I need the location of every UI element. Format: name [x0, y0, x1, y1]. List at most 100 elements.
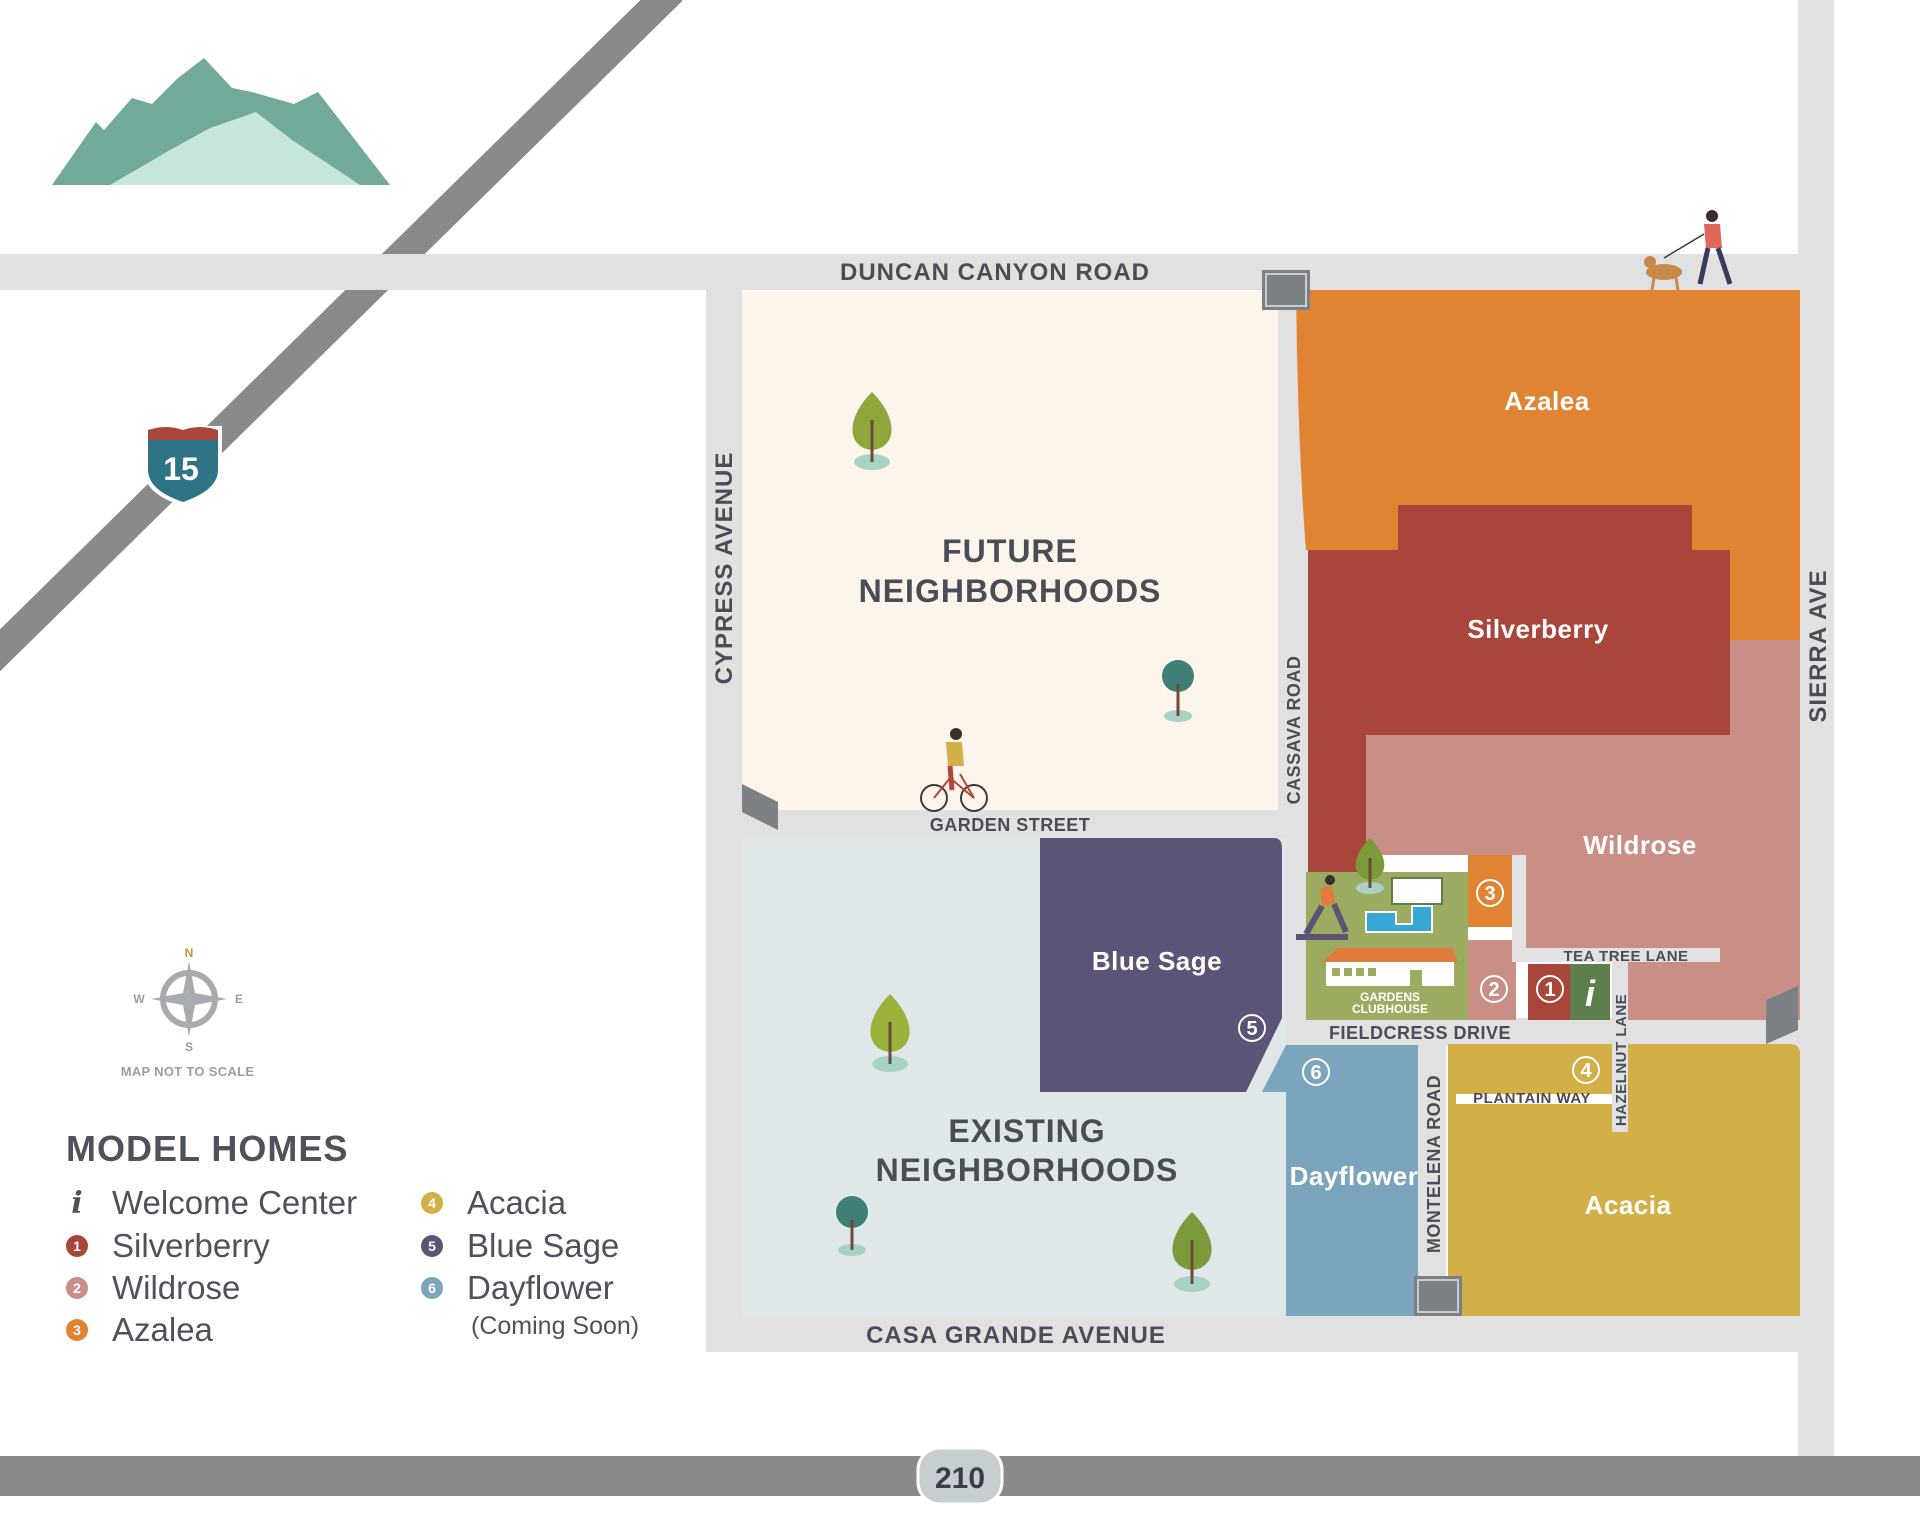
legend-item-label: Silverberry: [112, 1227, 270, 1264]
duncan-canyon-road: [0, 254, 1802, 290]
scale-note: MAP NOT TO SCALE: [120, 1064, 255, 1079]
compass-w: W: [133, 992, 145, 1006]
montelena-road: [1418, 1040, 1446, 1320]
tea-tree-connector-road: [1512, 855, 1526, 955]
marker-dayflower-model[interactable]: 6: [1302, 1058, 1330, 1086]
tea-tree-lane-road: [1512, 948, 1720, 962]
existing-neighborhoods-label-1: EXISTING: [948, 1113, 1105, 1149]
legend-item-label: Dayflower: [467, 1269, 614, 1306]
legend-item-silverberry[interactable]: 1 Silverberry: [66, 1227, 270, 1265]
acacia-marker-icon: 4: [421, 1192, 443, 1214]
hazelnut-lane-label: HAZELNUT LANE: [1613, 994, 1630, 1126]
blue-sage-marker-icon: 5: [421, 1235, 443, 1257]
future-neighborhoods-label-2: NEIGHBORHOODS: [859, 573, 1162, 609]
road-network: [0, 0, 1834, 1460]
bicyclist-icon: [920, 728, 988, 812]
marker-wildrose-model[interactable]: 2: [1480, 975, 1508, 1003]
tennis-court-icon: [1391, 877, 1443, 905]
legend-item-label: Azalea: [112, 1311, 213, 1348]
tree-icon: [836, 1196, 868, 1256]
legend-item-label: Blue Sage: [467, 1227, 620, 1264]
casa-grande-avenue-label: CASA GRANDE AVENUE: [866, 1322, 1166, 1349]
dog-walker-icon: [1644, 210, 1733, 291]
dayflower-neighborhood: [1286, 1045, 1418, 1316]
azalea-label: Azalea: [1504, 386, 1589, 416]
fieldcress-road: [1276, 1018, 1806, 1046]
marker-azalea-model[interactable]: 3: [1476, 879, 1504, 907]
route-210-label: 210: [935, 1462, 985, 1495]
marker-silverberry-model[interactable]: 1: [1536, 975, 1564, 1003]
svg-text:5: 5: [1246, 1018, 1257, 1040]
pool-icon: [1365, 905, 1433, 933]
cypress-avenue-road: [706, 290, 742, 1352]
compass-icon: N S W E: [133, 946, 243, 1054]
silverberry-neighborhood: [1308, 505, 1730, 872]
gate-icon: [1766, 986, 1798, 1044]
legend-item-wildrose[interactable]: 2 Wildrose: [66, 1269, 240, 1307]
wildrose-marker-icon: 2: [66, 1277, 88, 1299]
blue-sage-label: Blue Sage: [1092, 946, 1222, 976]
interstate-15-label: 15: [163, 451, 199, 487]
wildrose-neighborhood: [1366, 640, 1800, 1020]
sierra-ave-label: SIERRA AVE: [1805, 569, 1832, 722]
route-210-badge: 210: [916, 1446, 1004, 1506]
compass-s: S: [185, 1040, 193, 1054]
svg-text:3: 3: [1484, 883, 1495, 905]
svg-text:2: 2: [1488, 979, 1499, 1001]
silverberry-marker-icon: 1: [66, 1235, 88, 1257]
fieldcress-drive-label: FIELDCRESS DRIVE: [1329, 1023, 1511, 1043]
legend-item-azalea[interactable]: 3 Azalea: [66, 1311, 213, 1349]
svg-text:1: 1: [1544, 979, 1555, 1001]
clubhouse-label-line1: GARDENS: [1360, 990, 1420, 1004]
tree-icon: [1355, 838, 1385, 894]
gate-icon: [1262, 270, 1310, 310]
interstate-15-shield-icon: 15: [144, 426, 222, 506]
welcome-center-lot: [1570, 964, 1610, 1020]
legend-item-welcome-center[interactable]: i Welcome Center: [66, 1184, 357, 1222]
acacia-neighborhood: [1448, 1044, 1800, 1316]
garden-street-label: GARDEN STREET: [930, 815, 1091, 835]
blue-sage-neighborhood: [1040, 838, 1282, 1092]
acacia-label: Acacia: [1585, 1190, 1672, 1220]
legend-title: MODEL HOMES: [66, 1128, 349, 1169]
marker-acacia-model[interactable]: 4: [1572, 1056, 1600, 1084]
legend-item-label: Wildrose: [112, 1269, 241, 1306]
azalea-marker-icon: 3: [66, 1319, 88, 1341]
cypress-avenue-label: CYPRESS AVENUE: [711, 452, 738, 685]
svg-text:4: 4: [1580, 1060, 1592, 1082]
hazelnut-lane-road: [1612, 962, 1628, 1132]
clubhouse-building-icon: [1322, 948, 1458, 986]
coming-soon-note: (Coming Soon): [471, 1312, 640, 1340]
compass-e: E: [235, 992, 243, 1006]
info-icon: i: [71, 1185, 83, 1221]
dayflower-label: Dayflower: [1290, 1161, 1419, 1191]
duncan-canyon-road-label: DUNCAN CANYON ROAD: [840, 259, 1150, 286]
dayflower-marker-icon: 6: [421, 1277, 443, 1299]
dayflower-corner: [1262, 1045, 1286, 1092]
marker-blue-sage-model[interactable]: 5: [1238, 1014, 1266, 1042]
legend-item-blue-sage[interactable]: 5 Blue Sage: [421, 1227, 619, 1265]
yoga-person-icon: [1296, 875, 1349, 940]
tree-icon: [870, 994, 910, 1072]
azalea-model-lot: [1468, 855, 1512, 927]
plantain-way-label: PLANTAIN WAY: [1473, 1090, 1591, 1107]
mountain-icon: [52, 58, 390, 185]
wildrose-label: Wildrose: [1583, 830, 1697, 860]
tree-icon: [1172, 1212, 1212, 1292]
montelena-road-label: MONTELENA ROAD: [1424, 1075, 1444, 1253]
legend-item-label: Acacia: [467, 1184, 567, 1221]
sierra-ave-road: [1798, 0, 1834, 1460]
compass-n: N: [185, 946, 194, 960]
gate-icon: [742, 784, 778, 830]
legend-item-acacia[interactable]: 4 Acacia: [421, 1184, 566, 1222]
tea-tree-lane-label: TEA TREE LANE: [1563, 948, 1688, 965]
cassava-road-label: CASSAVA ROAD: [1284, 656, 1304, 805]
model-homes-legend: MODEL HOMES i Welcome Center 1 Silverber…: [66, 1128, 686, 1358]
legend-item-dayflower[interactable]: 6 Dayflower: [421, 1269, 614, 1307]
svg-text:i: i: [1585, 973, 1596, 1014]
marker-welcome-center[interactable]: i: [1585, 973, 1596, 1014]
future-neighborhoods-label-1: FUTURE: [942, 533, 1078, 569]
gate-icon: [1414, 1276, 1462, 1316]
tree-icon: [852, 392, 892, 470]
existing-neighborhoods-label-2: NEIGHBORHOODS: [876, 1152, 1179, 1188]
